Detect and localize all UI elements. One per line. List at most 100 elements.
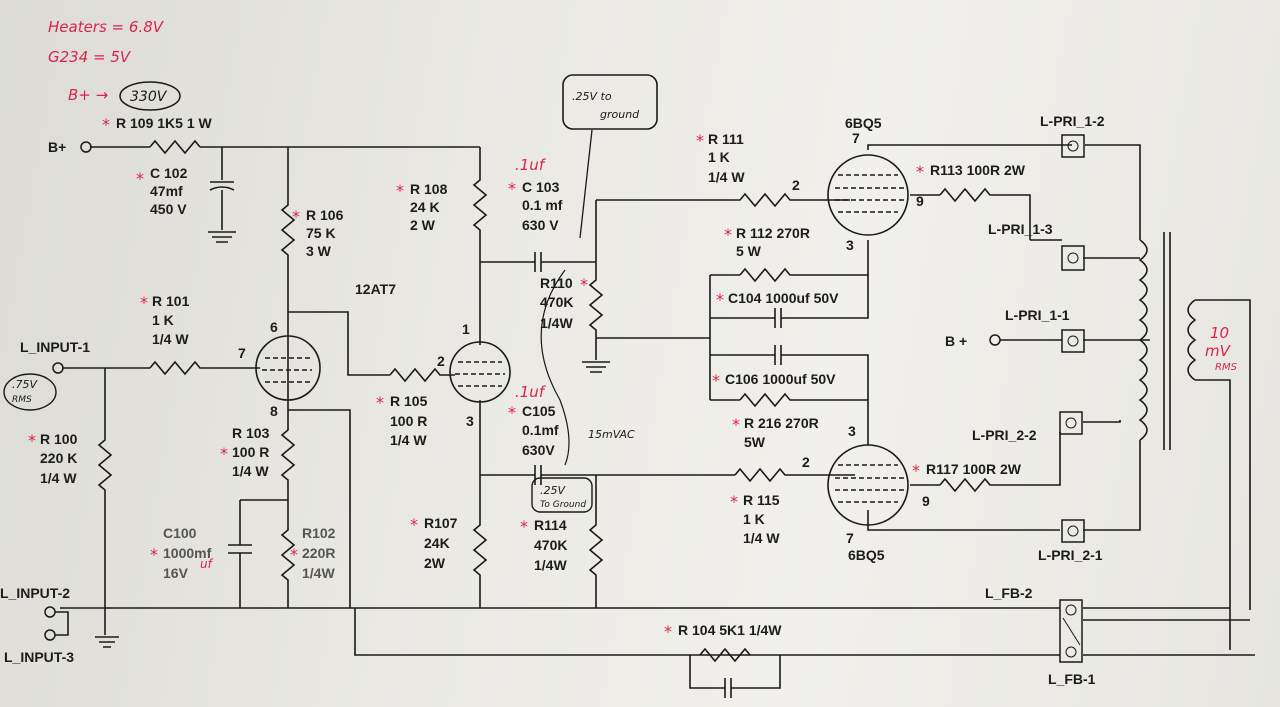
- star-c105: *: [508, 403, 516, 422]
- star-r105: *: [376, 393, 384, 412]
- label-12at7: 12AT7: [355, 281, 396, 297]
- star-r103: *: [220, 444, 228, 463]
- star-r115: *: [730, 492, 738, 511]
- tube-6bq5-top: [827, 154, 909, 236]
- note-ac15: 15mVAC: [588, 428, 635, 441]
- label-r117: R117 100R 2W: [926, 461, 1022, 477]
- labels: B+ R 109 1K5 1 W C 102 47mf 450 V R 106 …: [0, 113, 1105, 687]
- label-r216-2: 5W: [744, 434, 766, 450]
- star-r109: *: [102, 115, 110, 134]
- label-r107-2: 24K: [424, 535, 450, 551]
- lpri13-connector: [1061, 245, 1085, 271]
- pin-2: 2: [437, 353, 445, 369]
- pin-6bq5-bot-2: 2: [802, 454, 810, 470]
- label-lpri12: L-PRI_1-2: [1040, 113, 1105, 129]
- asterisk-marks: * * * * * * * * * * * * * * * * * * * * …: [28, 115, 924, 641]
- label-lfb1: L_FB-1: [1048, 671, 1096, 687]
- label-linput2: L_INPUT-2: [0, 585, 70, 601]
- label-r100-3: 1/4 W: [40, 470, 77, 486]
- label-lpri22: L-PRI_2-2: [972, 427, 1037, 443]
- input2-terminal: [44, 606, 56, 618]
- label-r109: R 109 1K5 1 W: [116, 115, 212, 131]
- label-r114-3: 1/4W: [534, 557, 567, 573]
- note-heaters: Heaters = 6.8V: [48, 18, 165, 36]
- label-r101-3: 1/4 W: [152, 331, 189, 347]
- label-r102-3: 1/4W: [302, 565, 335, 581]
- bplus-right-terminal: [989, 334, 1001, 346]
- label-r115-2: 1 K: [743, 511, 765, 527]
- label-r105-3: 1/4 W: [390, 432, 427, 448]
- label-r101-2: 1 K: [152, 312, 174, 328]
- label-r103-1: R 103: [232, 425, 270, 441]
- label-r111-3: 1/4 W: [708, 169, 745, 185]
- star-r102: *: [290, 545, 298, 564]
- star-r216: *: [732, 415, 740, 434]
- pin-3: 3: [466, 413, 474, 429]
- label-c102-3: 450 V: [150, 201, 187, 217]
- label-c104: C104 1000uf 50V: [728, 290, 839, 306]
- label-bplus-right: B +: [945, 333, 967, 349]
- label-lpri11: L-PRI_1-1: [1005, 307, 1070, 323]
- label-c102-1: C 102: [150, 165, 188, 181]
- label-c105-3: 630V: [522, 442, 555, 458]
- label-r100-2: 220 K: [40, 450, 77, 466]
- pin-7: 7: [238, 345, 246, 361]
- label-r110-1: R110: [540, 275, 573, 291]
- label-lfb2: L_FB-2: [985, 585, 1033, 601]
- pin-1: 1: [462, 321, 470, 337]
- label-r108-2: 24 K: [410, 199, 440, 215]
- label-c103-3: 630 V: [522, 217, 559, 233]
- label-c100-3: 16V: [163, 565, 189, 581]
- star-c102: *: [136, 169, 144, 188]
- label-c105-2: 0.1mf: [522, 422, 559, 438]
- label-c100-2: 1000mf: [163, 545, 212, 561]
- label-r106-1: R 106: [306, 207, 344, 223]
- lpri21-connector: [1061, 519, 1085, 543]
- label-r216-1: R 216 270R: [744, 415, 819, 431]
- label-r114-1: R114: [534, 517, 567, 533]
- star-c100: *: [150, 545, 158, 564]
- tube-12at7-b: [449, 341, 511, 403]
- label-r104: R 104 5K1 1/4W: [678, 622, 782, 638]
- label-r103-2: 100 R: [232, 444, 269, 460]
- star-r108: *: [396, 181, 404, 200]
- pin-6bq5-bot-9: 9: [922, 493, 930, 509]
- label-r102-2: 220R: [302, 545, 335, 561]
- label-c105-1: C105: [522, 403, 556, 419]
- label-r106-3: 3 W: [306, 243, 332, 259]
- note-c103: .1uf: [515, 156, 547, 174]
- label-6bq5-top: 6BQ5: [845, 115, 882, 131]
- label-r110-2: 470K: [540, 294, 573, 310]
- note-in-level-2: RMS: [12, 395, 32, 405]
- star-r101: *: [140, 293, 148, 312]
- label-r101-1: R 101: [152, 293, 190, 309]
- label-r107-3: 2W: [424, 555, 446, 571]
- star-r100: *: [28, 431, 36, 450]
- lpri22-connector: [1059, 411, 1083, 435]
- star-c104: *: [716, 290, 724, 309]
- pin-6bq5-top-7: 7: [852, 130, 860, 146]
- label-c102-2: 47mf: [150, 183, 183, 199]
- label-r113: R113 100R 2W: [930, 162, 1026, 178]
- pin-6bq5-top-9: 9: [916, 193, 924, 209]
- star-r114: *: [520, 517, 528, 536]
- note-v25-bot-1: .25V: [540, 484, 566, 497]
- star-r113: *: [916, 162, 924, 181]
- label-lpri13: L-PRI_1-3: [988, 221, 1053, 237]
- label-r100-1: R 100: [40, 431, 78, 447]
- label-r105-1: R 105: [390, 393, 428, 409]
- input1-terminal: [52, 362, 64, 374]
- note-v25-top-1: .25V to: [572, 90, 612, 103]
- label-r108-1: R 108: [410, 181, 448, 197]
- label-r115-3: 1/4 W: [743, 530, 780, 546]
- label-c103-1: C 103: [522, 179, 560, 195]
- label-r114-2: 470K: [534, 537, 567, 553]
- pin-6bq5-top-3: 3: [846, 237, 854, 253]
- label-r102-1: R102: [302, 525, 336, 541]
- label-linput3: L_INPUT-3: [4, 649, 74, 665]
- lpri12-connector: [1061, 134, 1085, 158]
- label-r108-3: 2 W: [410, 217, 436, 233]
- input3-terminal: [44, 629, 56, 641]
- note-v25-top-2: ground: [600, 108, 640, 121]
